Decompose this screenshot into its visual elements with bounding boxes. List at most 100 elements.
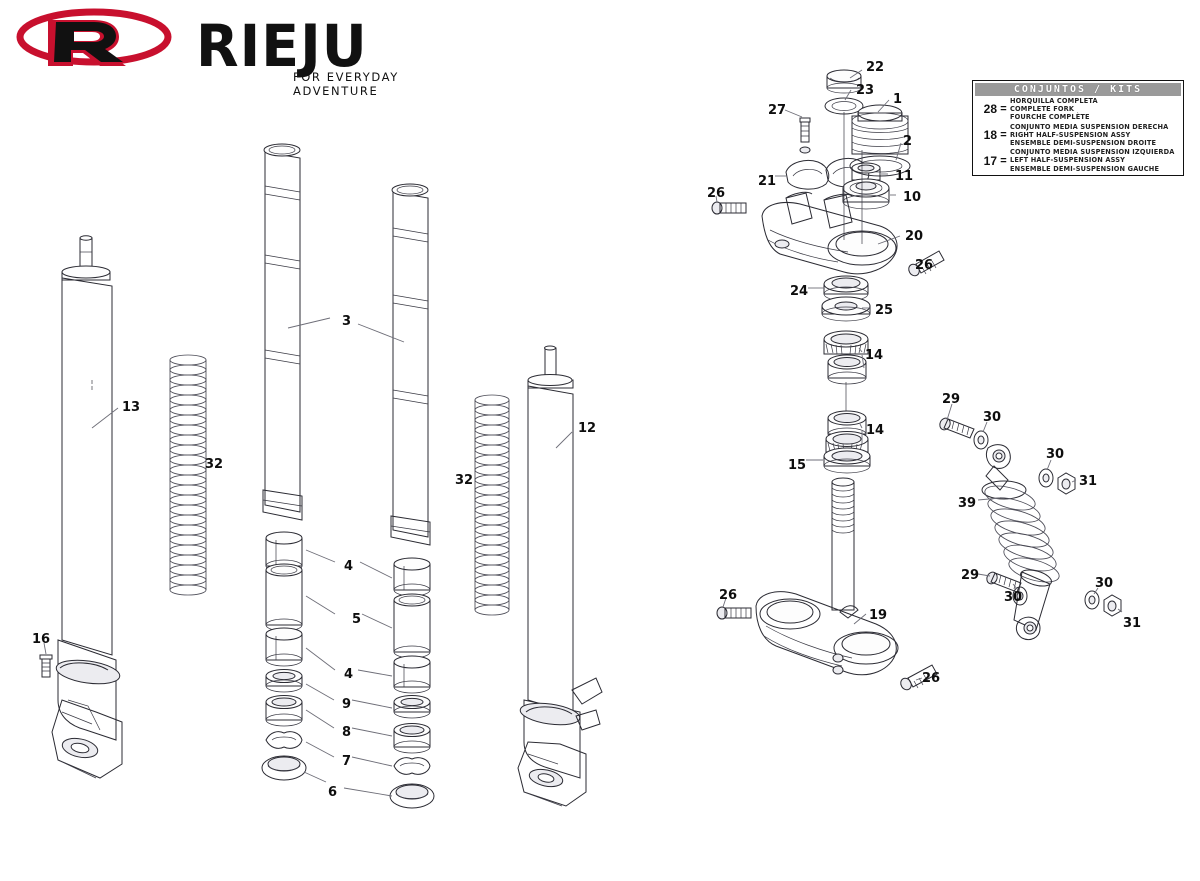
callout-clamp-bolt: 26 xyxy=(922,671,941,686)
clamp-bolt-26-left xyxy=(711,195,747,215)
callout-shock-washer: 30 xyxy=(1095,576,1114,591)
legend-kit-number: 28 xyxy=(983,102,997,117)
callout-rear-shock-absorber: 39 xyxy=(958,496,977,511)
legend-text-es: CONJUNTO MEDIA SUSPENSION IZQUIERDA xyxy=(1010,148,1175,157)
clamp-bolt-26-right xyxy=(908,250,945,277)
callout-dust-seal-upper: 24 xyxy=(790,284,809,299)
shock-washer-30-c xyxy=(1012,583,1028,606)
callout-fork-dust-seal: 6 xyxy=(328,785,338,800)
callout-right-fork-slider: 12 xyxy=(578,421,597,436)
callout-o-ring-cap: 23 xyxy=(856,83,875,98)
legend-title: CONJUNTOS / KITS xyxy=(975,83,1181,96)
upper-triple-clamp-20 xyxy=(761,112,901,275)
fork-bushing-stack-right xyxy=(389,557,435,809)
callout-fork-spring: 32 xyxy=(455,473,474,488)
steering-bearing-lower-14 xyxy=(825,410,869,453)
callout-shock-nut: 31 xyxy=(1079,474,1098,489)
callout-steering-stem-nut: 10 xyxy=(903,190,922,205)
bearing-race-15 xyxy=(806,447,871,474)
steering-cap-22 xyxy=(826,69,863,94)
callout-washer-upper: 25 xyxy=(875,303,894,318)
shock-nut-31-a xyxy=(1057,472,1077,495)
callout-fork-inner-tube: 3 xyxy=(342,314,352,329)
rear-shock-absorber-39 xyxy=(977,444,1060,641)
fork-spring-left-32 xyxy=(169,354,207,596)
legend-text-fr: ENSEMBLE DEMI-SUSPENSION GAUCHE xyxy=(1010,164,1160,173)
legend-row: 18 = CONJUNTO MEDIA SUSPENSION DERECHA R… xyxy=(975,122,1181,148)
fork-spring-right-32 xyxy=(474,394,510,616)
legend-text-fr: FOURCHE COMPLÈTE xyxy=(1010,113,1090,122)
legend-row: 28 = HORQUILLA COMPLETA COMPLETE FORK FO… xyxy=(975,96,1181,122)
callout-shock-washer: 30 xyxy=(1004,590,1023,605)
dust-seal-24 xyxy=(808,275,869,302)
shock-washer-30-a xyxy=(973,421,989,450)
right-fork-slider-group xyxy=(517,345,603,807)
shock-washer-30-b xyxy=(1038,459,1054,488)
callout-fork-guide-bushing: 5 xyxy=(352,612,362,627)
legend-row: 17 = CONJUNTO MEDIA SUSPENSION IZQUIERDA… xyxy=(975,147,1181,173)
callout-shock-nut: 31 xyxy=(1123,616,1142,631)
callout-steering-bearing: 14 xyxy=(866,423,885,438)
legend-text-fr: ENSEMBLE DEMI-SUSPENSION DROITE xyxy=(1010,139,1157,148)
callout-shock-washer: 30 xyxy=(983,410,1002,425)
callout-fork-bushing: 4 xyxy=(344,559,354,574)
callout-upper-triple-clamp: 20 xyxy=(905,229,924,244)
callout-clamp-bolt: 26 xyxy=(707,186,726,201)
shock-washer-30-d xyxy=(1084,587,1100,610)
callout-shock-bolt: 29 xyxy=(942,392,961,407)
legend-text-es: CONJUNTO MEDIA SUSPENSION DERECHA xyxy=(1010,122,1169,131)
steering-bearing-upper-14 xyxy=(823,330,869,418)
shock-bolt-29-lower xyxy=(977,571,1022,593)
left-fork-slider-group xyxy=(51,235,123,779)
fork-bushing-stack-left xyxy=(261,531,307,781)
legend-equals: = xyxy=(1000,154,1007,167)
lower-triple-clamp-19 xyxy=(755,477,899,676)
brand-logo: RIEJU FOR EVERYDAY ADVENTURE xyxy=(16,8,476,98)
legend-kit-number: 18 xyxy=(983,127,997,142)
shock-nut-31-b xyxy=(1103,594,1123,617)
steering-top-nut-1 xyxy=(851,99,909,155)
callout-fork-bushing: 4 xyxy=(344,667,354,682)
brand-wordmark: RIEJU xyxy=(196,12,368,80)
legend-text-es: HORQUILLA COMPLETA xyxy=(1010,97,1098,105)
legend-text-en: COMPLETE FORK xyxy=(1010,105,1075,114)
brand-tagline: FOR EVERYDAY ADVENTURE xyxy=(293,70,399,98)
callout-lower-triple-clamp: 19 xyxy=(869,608,888,623)
callout-o-ring-top-nut: 2 xyxy=(903,134,913,149)
steering-stem-nut-10 xyxy=(842,178,896,210)
callout-steering-top-nut: 1 xyxy=(893,92,903,107)
legend-text-en: LEFT HALF-SUSPENSION ASSY xyxy=(1010,156,1126,165)
rieju-r-oval-logo xyxy=(16,8,172,66)
steering-lock-ring-11 xyxy=(851,162,888,181)
callout-steering-lock-ring: 11 xyxy=(895,169,914,184)
callout-handlebar-upper-clamp: 21 xyxy=(758,174,777,189)
brake-caliper-bolt-16 xyxy=(39,642,53,678)
clamp-bolt-26-lower-right xyxy=(900,664,938,691)
callout-steering-bearing: 14 xyxy=(865,348,884,363)
shock-bolt-29-upper xyxy=(939,403,975,439)
clamp-bolt-26-lower-left xyxy=(716,597,752,620)
fork-inner-tube-left-3 xyxy=(262,143,331,521)
bushing-callout-leaders xyxy=(303,549,393,797)
callout-shock-washer: 30 xyxy=(1046,447,1065,462)
callout-clamp-bolt: 26 xyxy=(915,258,934,273)
callout-fork-cap: 22 xyxy=(866,60,885,75)
legend-equals: = xyxy=(1000,128,1007,141)
callout-fork-spring: 32 xyxy=(205,457,224,472)
legend-text-en: RIGHT HALF-SUSPENSION ASSY xyxy=(1010,130,1131,139)
kits-legend: CONJUNTOS / KITS 28 = HORQUILLA COMPLETA… xyxy=(972,80,1184,176)
washer-25 xyxy=(821,296,871,322)
handlebar-clamp-bolt-27 xyxy=(784,109,811,154)
legend-equals: = xyxy=(1000,103,1007,116)
callout-fork-oil-seal: 8 xyxy=(342,725,352,740)
callout-left-fork-slider: 13 xyxy=(122,400,141,415)
callout-shock-bolt: 29 xyxy=(961,568,980,583)
callout-bearing-race-lower: 15 xyxy=(788,458,807,473)
callout-handlebar-clamp-bolt: 27 xyxy=(768,103,787,118)
callout-clamp-bolt: 26 xyxy=(719,588,738,603)
callout-fork-washer: 9 xyxy=(342,697,352,712)
callout-brake-caliper-bolt: 16 xyxy=(32,632,51,647)
legend-kit-number: 17 xyxy=(983,153,997,168)
